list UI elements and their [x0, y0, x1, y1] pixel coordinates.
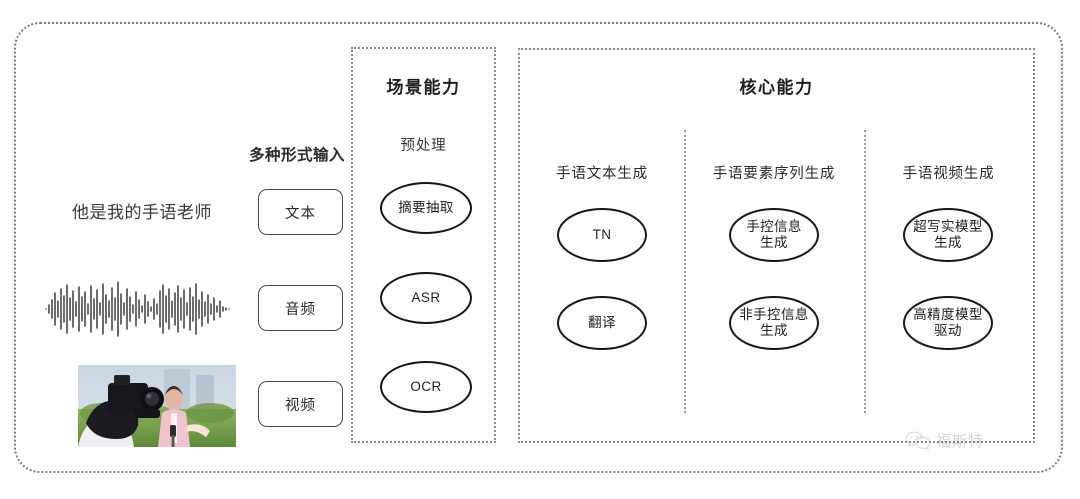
input-section-title: 多种形式输入 [249, 147, 346, 164]
input-chip-video[interactable]: 视频 [258, 381, 343, 427]
waveform-icon [44, 280, 234, 338]
scene-preprocess-subtitle: 预处理 [400, 138, 447, 154]
input-chip-audio[interactable]: 音频 [258, 285, 343, 331]
core-node-manual-info[interactable]: 手控信息生成 [729, 208, 819, 262]
watermark: 福斯特 [905, 430, 984, 451]
outer-dotted-frame [14, 22, 1063, 473]
ellipse-shape [903, 208, 993, 262]
input-chip-text[interactable]: 文本 [258, 189, 343, 235]
core-column-3-title: 手语视频生成 [902, 166, 995, 182]
input-section: 多种形式输入 他是我的手语老师 [30, 40, 345, 447]
ellipse-shape [903, 296, 993, 350]
ellipse-shape [729, 208, 819, 262]
core-capability-title: 核心能力 [739, 78, 814, 97]
core-node-highprecision-model[interactable]: 高精度模型驱动 [903, 296, 993, 350]
core-node-translate[interactable]: 翻译 [557, 296, 647, 350]
core-column-divider-2 [864, 130, 866, 413]
core-column-2-title: 手语要素序列生成 [712, 166, 836, 182]
ellipse-shape [380, 182, 472, 234]
ellipse-shape [729, 296, 819, 350]
input-chip-audio-label: 音频 [285, 301, 316, 318]
core-node-photoreal-model-label: 超写实模型生成 [913, 219, 983, 250]
scene-capability-panel: 场景能力 预处理 摘要抽取 ASR OCR [351, 47, 496, 443]
ellipse-shape [380, 361, 472, 413]
scene-node-ocr[interactable]: OCR [380, 361, 472, 413]
core-node-tn[interactable]: TN [557, 208, 647, 262]
scene-node-summary[interactable]: 摘要抽取 [380, 182, 472, 234]
core-column-sign-video: 手语视频生成 超写实模型生成 高精度模型驱动 [864, 50, 1033, 441]
scene-node-ocr-label: OCR [410, 379, 442, 395]
core-node-nonmanual-info-label: 非手控信息生成 [739, 307, 809, 338]
core-node-highprecision-model-label: 高精度模型驱动 [913, 307, 983, 338]
core-column-1-title: 手语文本生成 [556, 166, 648, 182]
core-node-nonmanual-info[interactable]: 非手控信息生成 [729, 296, 819, 350]
input-chip-video-label: 视频 [285, 397, 316, 414]
scene-node-summary-label: 摘要抽取 [398, 200, 454, 216]
sample-sentence-text: 他是我的手语老师 [72, 203, 212, 222]
scene-node-asr[interactable]: ASR [380, 272, 472, 324]
video-thumbnail-icon [78, 365, 236, 447]
core-column-sign-text: 手语文本生成 TN 翻译 [520, 50, 684, 441]
scene-capability-title: 场景能力 [386, 78, 461, 97]
core-node-photoreal-model[interactable]: 超写实模型生成 [903, 208, 993, 262]
core-node-tn-label: TN [592, 227, 612, 243]
ellipse-shape [557, 208, 647, 262]
core-column-divider-1 [684, 130, 686, 413]
ellipse-shape [557, 296, 647, 350]
wechat-icon [905, 431, 931, 451]
core-node-translate-label: 翻译 [588, 315, 616, 331]
input-chip-text-label: 文本 [285, 205, 316, 222]
core-node-manual-info-label: 手控信息生成 [746, 219, 802, 250]
core-column-element-sequence: 手语要素序列生成 手控信息生成 非手控信息生成 [684, 50, 864, 441]
scene-node-asr-label: ASR [411, 290, 441, 306]
watermark-text: 福斯特 [936, 433, 985, 450]
core-capability-panel: 核心能力 手语文本生成 TN 翻译 手语要素序列生成 手控信息生成 [518, 48, 1035, 443]
ellipse-shape [380, 272, 472, 324]
